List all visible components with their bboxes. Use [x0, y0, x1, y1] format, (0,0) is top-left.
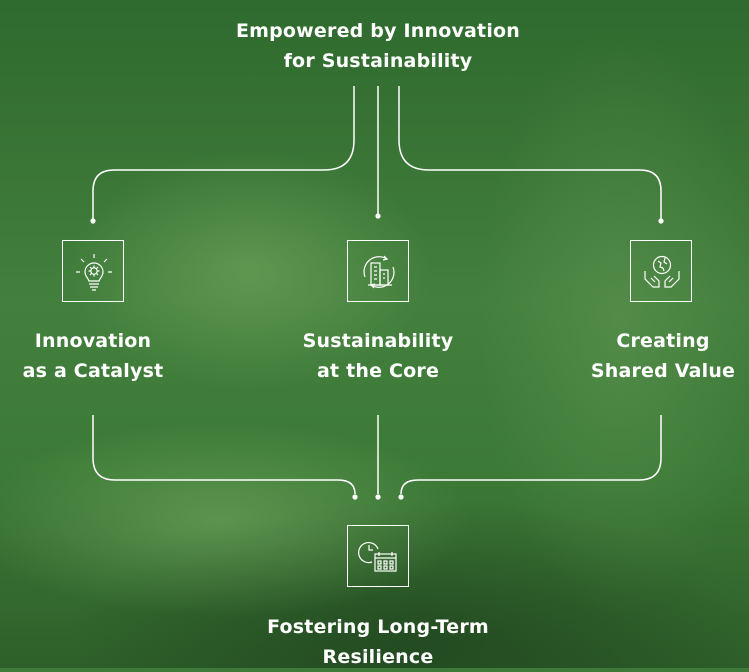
bottom-heading-line1: Fostering Long-Term	[267, 616, 489, 638]
top-heading: Empowered by Innovation for Sustainabili…	[178, 16, 578, 76]
shared-value-icon-box	[630, 240, 692, 302]
pillar-shared-value-line1: Creating	[616, 330, 710, 352]
pillar-innovation-title: Innovation as a Catalyst	[0, 326, 193, 386]
connector-dot	[375, 213, 381, 219]
pillar-innovation-line2: as a Catalyst	[22, 360, 164, 382]
connector-dot	[90, 218, 96, 224]
hands-globe-icon	[644, 255, 680, 288]
lightbulb-gear-icon	[76, 254, 112, 291]
innovation-icon-box	[62, 240, 124, 302]
connector-dot	[375, 494, 381, 500]
pillar-shared-value-title: Creating Shared Value	[577, 326, 749, 386]
top-heading-line2: for Sustainability	[283, 50, 473, 72]
pillar-sustainability-title: Sustainability at the Core	[278, 326, 478, 386]
recycle-city-icon	[363, 255, 395, 289]
connector-top-right	[398, 86, 662, 219]
connector-top-left	[92, 86, 355, 219]
pillar-innovation-line1: Innovation	[34, 330, 152, 352]
bottom-heading-line2: Resilience	[322, 646, 434, 668]
pillar-sustainability-line2: at the Core	[316, 360, 440, 382]
connector-bottom-right	[400, 415, 662, 495]
sustainability-icon-box	[347, 240, 409, 302]
top-heading-line1: Empowered by Innovation	[235, 20, 521, 42]
connector-dot	[352, 494, 358, 500]
resilience-icon-box	[347, 525, 409, 587]
connector-bottom-left	[92, 415, 356, 495]
bottom-heading: Fostering Long-Term Resilience	[178, 612, 578, 672]
connector-dot	[658, 218, 664, 224]
clock-calendar-icon	[358, 542, 397, 572]
pillar-sustainability-line1: Sustainability	[302, 330, 454, 352]
connector-dot	[398, 494, 404, 500]
pillar-shared-value-line2: Shared Value	[590, 360, 736, 382]
